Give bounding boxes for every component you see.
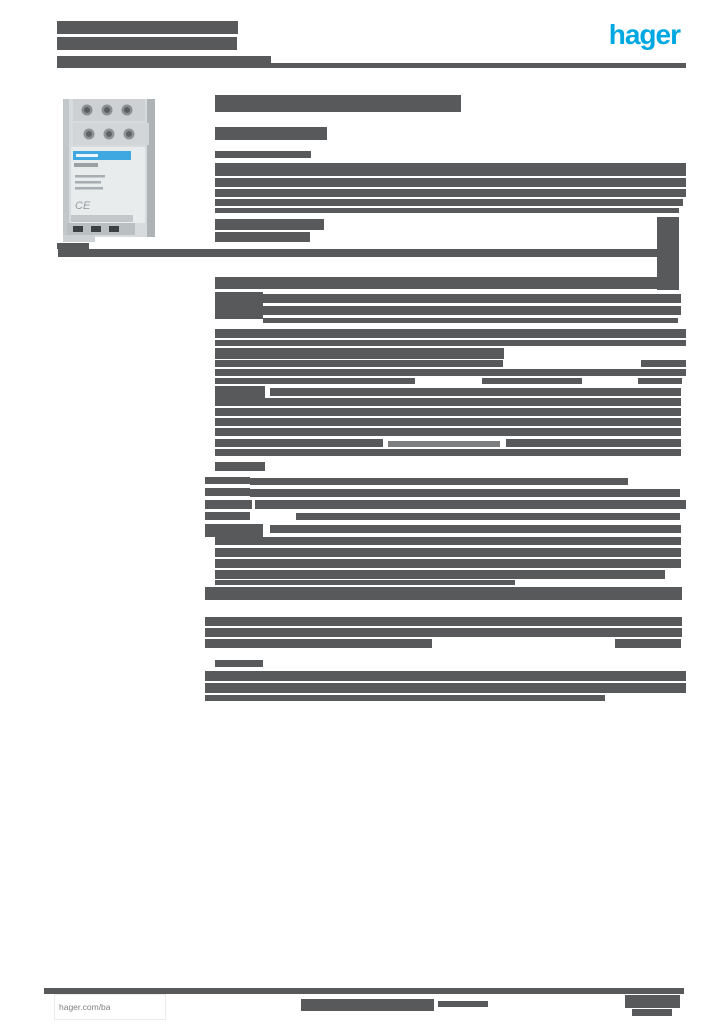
blurred-text-line	[641, 360, 686, 367]
blurred-text-line	[215, 151, 311, 158]
blurred-text-line	[215, 570, 665, 579]
blurred-text-line	[215, 418, 681, 426]
blurred-text-line	[215, 580, 515, 585]
blurred-text-line	[215, 559, 681, 568]
blurred-text-line	[215, 189, 686, 197]
blurred-text-line	[215, 408, 681, 416]
blurred-text-line	[215, 340, 686, 346]
blurred-text-line	[215, 95, 461, 112]
blurred-text-line	[638, 378, 682, 384]
blurred-text-line	[205, 477, 250, 484]
footer-link-box: hager.com/ba	[54, 994, 166, 1020]
blurred-text-line	[215, 292, 263, 319]
blurred-text-line	[215, 537, 681, 545]
blurred-text-line	[215, 232, 310, 242]
blurred-text-line	[205, 587, 682, 600]
product-photo: CE	[57, 93, 170, 243]
blurred-text-line	[215, 277, 679, 289]
blurred-text-line	[215, 329, 686, 338]
blurred-text-line	[255, 500, 686, 509]
blurred-text-line	[205, 617, 682, 626]
hager-label-band	[73, 151, 131, 160]
footer-link[interactable]: hager.com/ba	[59, 1002, 111, 1012]
blurred-text-line	[215, 548, 681, 557]
blurred-text-line	[215, 127, 327, 140]
blurred-text-line	[215, 178, 686, 187]
blurred-text-line	[215, 398, 681, 406]
blurred-text-line	[657, 217, 679, 290]
blurred-text-line	[506, 439, 681, 447]
blurred-text-line	[205, 628, 682, 637]
blurred-text-line	[215, 199, 683, 206]
hager-logo: hager	[608, 19, 681, 50]
blurred-text-line	[301, 999, 434, 1011]
blurred-text-line	[263, 294, 681, 303]
blurred-text-line	[438, 1001, 488, 1007]
blurred-text-line	[632, 1009, 672, 1016]
blurred-text-line	[215, 219, 324, 230]
blurred-text-line	[57, 21, 238, 34]
ce-mark: CE	[75, 200, 91, 212]
blurred-text-line	[205, 524, 263, 537]
blurred-text-line	[57, 56, 271, 64]
blurred-text-line	[270, 388, 681, 396]
blurred-text-line	[57, 37, 237, 50]
blurred-text-line	[58, 249, 679, 257]
blurred-text-line	[388, 441, 500, 447]
blurred-text-line	[625, 995, 680, 1008]
blurred-text-line	[205, 695, 605, 701]
blurred-text-line	[215, 208, 679, 213]
blurred-text-line	[296, 513, 680, 520]
blurred-text-line	[215, 163, 686, 176]
blurred-text-line	[205, 639, 432, 648]
blurred-text-line	[215, 348, 504, 359]
blurred-text-line	[205, 683, 686, 693]
blurred-text-line	[250, 489, 680, 497]
blurred-text-line	[270, 525, 681, 533]
blurred-text-line	[215, 386, 265, 400]
din-module-illustration: CE	[63, 99, 155, 242]
blurred-text-line	[263, 306, 681, 315]
blurred-text-line	[205, 488, 250, 496]
blurred-text-line	[263, 318, 678, 323]
blurred-text-line	[615, 639, 681, 648]
blurred-text-line	[57, 243, 89, 249]
blurred-text-line	[250, 478, 628, 485]
blurred-text-line	[215, 369, 686, 376]
blurred-text-line	[482, 378, 582, 384]
blurred-text-line	[215, 449, 681, 456]
blurred-text-line	[205, 671, 686, 681]
blurred-text-line	[215, 462, 265, 471]
blurred-text-line	[215, 660, 263, 667]
blurred-text-line	[215, 360, 503, 367]
blurred-text-line	[57, 63, 686, 68]
blurred-text-line	[205, 500, 252, 509]
blurred-text-line	[215, 428, 681, 436]
blurred-text-line	[215, 378, 415, 384]
blurred-text-line	[215, 439, 383, 447]
blurred-text-line	[205, 512, 250, 520]
